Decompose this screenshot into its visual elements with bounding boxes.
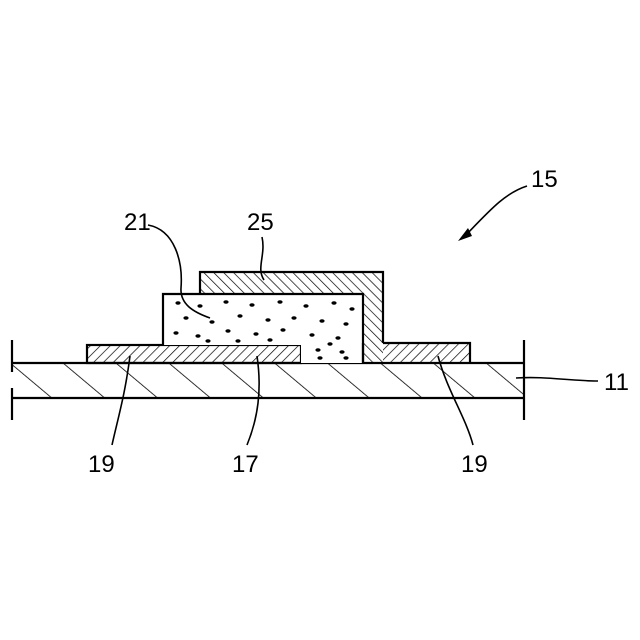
- particle-dot: [209, 320, 214, 323]
- particle-dot: [195, 334, 200, 337]
- label-11: 11: [604, 369, 629, 396]
- particle-dot: [280, 328, 285, 331]
- particle-dot: [315, 348, 320, 351]
- particle-dot: [327, 342, 332, 345]
- particle-dot: [205, 339, 210, 342]
- particle-dot: [175, 301, 180, 304]
- left-pad-19: [87, 345, 301, 363]
- particle-dot: [253, 332, 258, 335]
- leader-11: [516, 378, 598, 381]
- label-21: 21: [124, 209, 151, 236]
- particle-dot: [331, 301, 336, 304]
- label-15: 15: [531, 166, 558, 193]
- particle-dot: [249, 303, 254, 306]
- particle-dot: [183, 316, 188, 319]
- particle-dot: [277, 300, 282, 303]
- particle-dot: [225, 329, 230, 332]
- particle-dot: [235, 339, 240, 342]
- particle-dot: [349, 307, 354, 310]
- label-25: 25: [247, 209, 274, 236]
- particle-dot: [291, 316, 296, 319]
- particle-dot: [339, 350, 344, 353]
- leader-15: [465, 186, 527, 236]
- particle-dot: [309, 333, 314, 336]
- particle-dot: [197, 304, 202, 307]
- particle-dot: [267, 338, 272, 341]
- label-19-right: 19: [461, 451, 488, 478]
- particle-dot: [343, 322, 348, 325]
- label-19-left: 19: [88, 451, 115, 478]
- particle-dot: [335, 336, 340, 339]
- particle-dot: [319, 319, 324, 322]
- particle-dot: [303, 304, 308, 307]
- particle-dot: [343, 356, 348, 359]
- particle-dot: [317, 356, 322, 359]
- particle-dot: [265, 318, 270, 321]
- particle-dot: [237, 314, 242, 317]
- particle-dot: [223, 300, 228, 303]
- label-17: 17: [232, 451, 259, 478]
- particle-dot: [173, 331, 178, 334]
